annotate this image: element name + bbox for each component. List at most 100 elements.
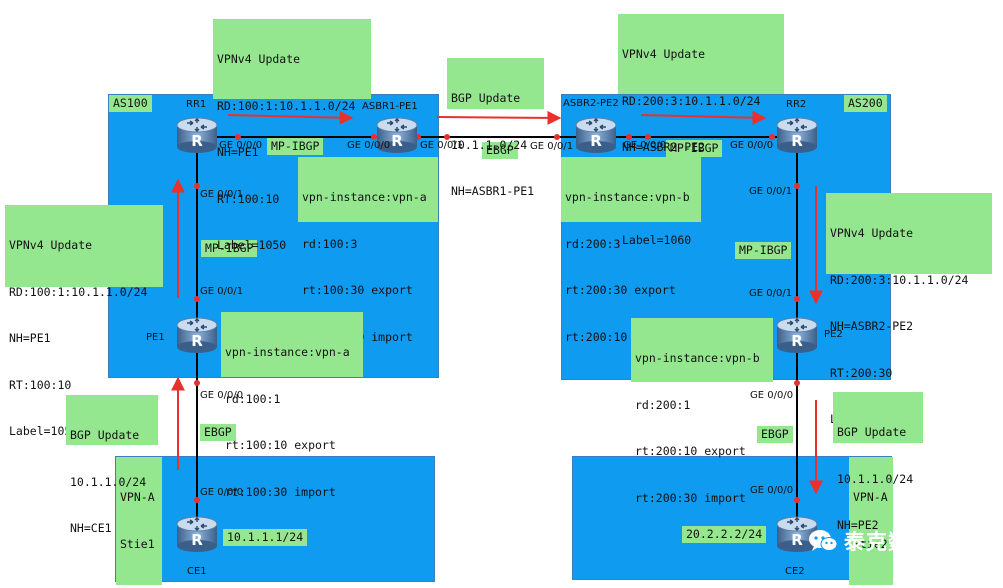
router-shape: R <box>776 117 818 153</box>
wechat-icon <box>809 530 838 551</box>
router-shape: R <box>776 317 818 353</box>
if-ce1-north: GE 0/0/0 <box>200 487 244 498</box>
if-pe2-south: GE 0/0/0 <box>750 390 794 401</box>
asbr1-name: ASBR1-PE1 <box>362 101 418 112</box>
svg-text:R: R <box>191 332 203 350</box>
box-line: rt:200:10 export <box>635 444 746 458</box>
site2-label: VPN-A Stie2 <box>849 457 893 585</box>
box-line: rt:200:30 import <box>635 490 746 505</box>
box-line: 10.1.1.0/24 <box>451 137 528 152</box>
site2-label-line: VPN-A <box>853 490 888 504</box>
box-line: vpn-instance:vpn-a <box>225 345 350 359</box>
svg-text:R: R <box>191 531 203 549</box>
router-ce2-icon: R <box>774 514 820 554</box>
svg-text:R: R <box>191 132 203 150</box>
pe1-name: PE1 <box>146 332 165 343</box>
box-line: BGP Update <box>70 428 140 442</box>
if-asbr2-east: GE 0/0/0 <box>623 140 667 151</box>
box-line: VPNv4 Update <box>830 226 914 240</box>
box-line: RT:100:10 <box>217 191 280 206</box>
box-line: NH=ASBR2-PE2 <box>830 319 914 333</box>
box-line: VPNv4 Update <box>217 52 301 66</box>
box-line: RD:100:1:10.1.1.0/24 <box>9 284 148 299</box>
router-shape: R <box>776 516 818 552</box>
site1-label: VPN-A Stie1 <box>116 457 162 585</box>
box-line: VPNv4 Update <box>622 47 706 61</box>
router-shape: R <box>575 117 617 153</box>
box-line: vpn-instance:vpn-a <box>302 190 427 204</box>
box-line: 10.1.1.0/24 <box>70 474 147 489</box>
box-line: NH=ASBR1-PE1 <box>451 184 535 198</box>
as200-label: AS200 <box>844 95 887 112</box>
box-line: Label=1050 <box>217 238 287 252</box>
router-pe2-icon: R <box>774 315 820 355</box>
bgp-update-pe2-box: BGP Update 10.1.1.0/24 NH=PE2 <box>833 392 923 532</box>
router-shape: R <box>176 117 218 153</box>
bgp-update-asbr1-box: BGP Update 10.1.1.0/24 NH=ASBR1-PE1 <box>447 58 544 198</box>
box-line: NH=PE1 <box>9 331 51 345</box>
if-pe2-north: GE 0/0/1 <box>749 288 793 299</box>
box-line: NH=CE1 <box>70 521 112 535</box>
vpn-instance-pe1-box: vpn-instance:vpn-a rd:100:1 rt:100:10 ex… <box>221 312 363 499</box>
box-line: rt:100:10 export <box>225 438 336 452</box>
site2-label-line: Stie2 <box>853 536 888 551</box>
arrow-asbr1-to-asbr2 <box>436 110 562 125</box>
box-line: BGP Update <box>837 425 907 439</box>
svg-text:R: R <box>590 132 602 150</box>
box-line: vpn-instance:vpn-b <box>635 351 760 365</box>
if-rr1-east: GE 0/0/0 <box>219 140 263 151</box>
vpn-a-site2-zone <box>572 456 892 580</box>
router-pe1-icon: R <box>174 315 220 355</box>
router-shape: R <box>176 317 218 353</box>
ce1-network-label: 10.1.1.1/24 <box>223 529 308 546</box>
vpnv4-update-rr1-box: VPNv4 Update RD:100:1:10.1.1.0/24 NH=PE1… <box>213 19 371 252</box>
vpnv4-update-rr2-box: VPNv4 Update RD:200:3:10.1.1.0/24 NH=ASB… <box>826 193 992 426</box>
router-rr2-icon: R <box>774 115 820 155</box>
if-asbr1-east: GE 0/0/1 <box>420 140 464 151</box>
if-ce2-north: GE 0/0/0 <box>750 485 794 496</box>
pe2-name: PE2 <box>824 329 843 340</box>
router-asbr2-icon: R <box>573 115 619 155</box>
vpn-instance-asbr2-box: vpn-instance:vpn-b rd:200:3 rt:200:30 ex… <box>561 157 701 344</box>
if-rr2-south: GE 0/0/1 <box>749 186 793 197</box>
box-line: Label=1050 <box>9 424 79 438</box>
ce2-network-label: 20.2.2.2/24 <box>682 526 767 543</box>
mp-ibgp-top-right-label: MP-IBGP <box>666 140 723 157</box>
watermark: 泰克数通组 <box>808 526 954 556</box>
box-line: RD:200:3:10.1.1.0/24 <box>622 93 761 108</box>
if-pe1-north: GE 0/0/1 <box>200 286 244 297</box>
router-shape: R <box>376 117 418 153</box>
box-line: VPNv4 Update <box>9 238 93 252</box>
svg-text:R: R <box>791 531 803 549</box>
box-line: rt:200:30 export <box>565 283 676 297</box>
if-pe1-south: GE 0/0/0 <box>200 390 244 401</box>
box-line: rt:100:30 export <box>302 283 413 297</box>
router-ce1-icon: R <box>174 514 220 554</box>
box-line: NH=PE2 <box>837 518 879 532</box>
router-asbr1-icon: R <box>374 115 420 155</box>
box-line: 10.1.1.0/24 <box>837 471 914 486</box>
box-line: Label=1060 <box>622 233 692 247</box>
router-shape: R <box>176 516 218 552</box>
if-asbr1-west: GE 0/0/0 <box>347 140 391 151</box>
box-line: vpn-instance:vpn-b <box>565 190 690 204</box>
box-line: RD:200:3:10.1.1.0/24 <box>830 272 969 287</box>
as100-label: AS100 <box>109 95 152 112</box>
watermark-text: 泰克数通组 <box>844 530 954 554</box>
box-line: RT:100:10 <box>9 377 72 392</box>
box-line: NH=ASBR2-PE2 <box>622 140 706 154</box>
rr1-name: RR1 <box>186 99 207 110</box>
vpnv4-update-pe1-box: VPNv4 Update RD:100:1:10.1.1.0/24 NH=PE1… <box>5 205 163 438</box>
svg-text:R: R <box>391 132 403 150</box>
update-arrows <box>171 110 823 495</box>
if-rr2-west: GE 0/0/0 <box>730 140 774 151</box>
mp-ibgp-left-label: MP-IBGP <box>201 240 258 257</box>
physical-links <box>196 136 798 541</box>
box-line: rd:200:1 <box>635 397 691 412</box>
svg-text:R: R <box>791 132 803 150</box>
ce2-name: CE2 <box>785 566 805 577</box>
vpn-instance-pe2-box: vpn-instance:vpn-b rd:200:1 rt:200:10 ex… <box>631 318 773 505</box>
ebgp-left-label: EBGP <box>200 424 236 441</box>
